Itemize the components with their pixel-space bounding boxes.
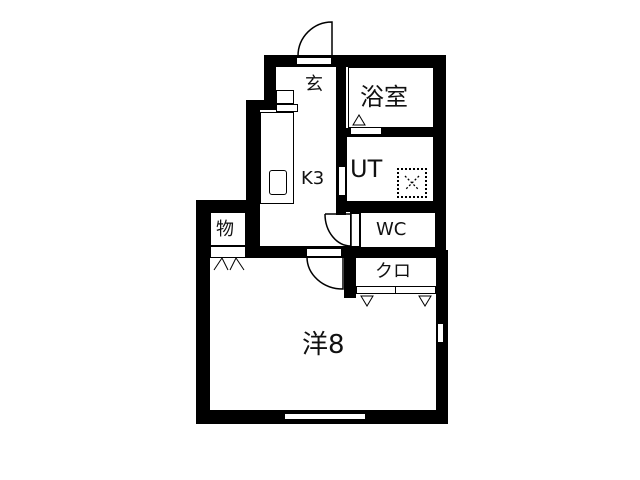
room-storage xyxy=(210,212,246,246)
room-toilet xyxy=(360,212,436,248)
room-label-closet: クロ xyxy=(375,261,411,282)
washing-machine-x-icon xyxy=(404,175,420,191)
closet-door-marker-left-icon xyxy=(360,295,374,307)
entrance-door-swing-icon xyxy=(297,21,333,57)
wall-closet-left-overlay xyxy=(344,258,356,298)
room-bathroom xyxy=(348,67,434,128)
wall-entrance-bath xyxy=(336,55,346,215)
ut-door-opening xyxy=(338,166,346,196)
wall-storage-top xyxy=(196,200,260,212)
western-door-opening xyxy=(306,248,342,257)
room-label-entrance: 玄 xyxy=(305,74,323,95)
shoe-box xyxy=(276,90,294,104)
kitchen-counter xyxy=(260,112,294,204)
room-label-kitchen: K3 xyxy=(301,168,325,189)
closet-door-marker-right-icon xyxy=(418,295,432,307)
bath-door-opening xyxy=(350,127,382,135)
wall-ut-bottom xyxy=(340,202,440,212)
wall-left xyxy=(196,200,210,422)
closet-door-divider xyxy=(395,286,396,294)
entrance-step xyxy=(276,104,298,112)
washing-machine-space-icon xyxy=(397,168,427,198)
storage-door-opening xyxy=(210,246,246,258)
window-bottom xyxy=(284,413,366,420)
wall-entrance-left xyxy=(264,55,276,105)
window-right xyxy=(437,323,444,343)
western-door-swing-icon xyxy=(306,256,344,290)
room-label-storage: 物 xyxy=(216,219,234,240)
wall-kitchen-step xyxy=(246,100,276,110)
wall-bath-bottom xyxy=(346,128,436,136)
wc-door-swing-icon xyxy=(324,213,352,247)
room-label-utility: UT xyxy=(350,155,383,183)
room-label-bathroom: 浴室 xyxy=(360,83,408,111)
room-label-toilet: WC xyxy=(376,219,407,240)
room-label-western: 洋8 xyxy=(302,330,345,360)
bath-door-marker-icon xyxy=(352,114,366,126)
wall-storage-right xyxy=(246,205,260,260)
closet-door-track xyxy=(356,286,436,294)
entrance-door-opening xyxy=(296,57,332,65)
storage-door-swing-icon xyxy=(213,257,245,271)
wall-top xyxy=(264,55,446,67)
sink-icon xyxy=(269,170,287,195)
